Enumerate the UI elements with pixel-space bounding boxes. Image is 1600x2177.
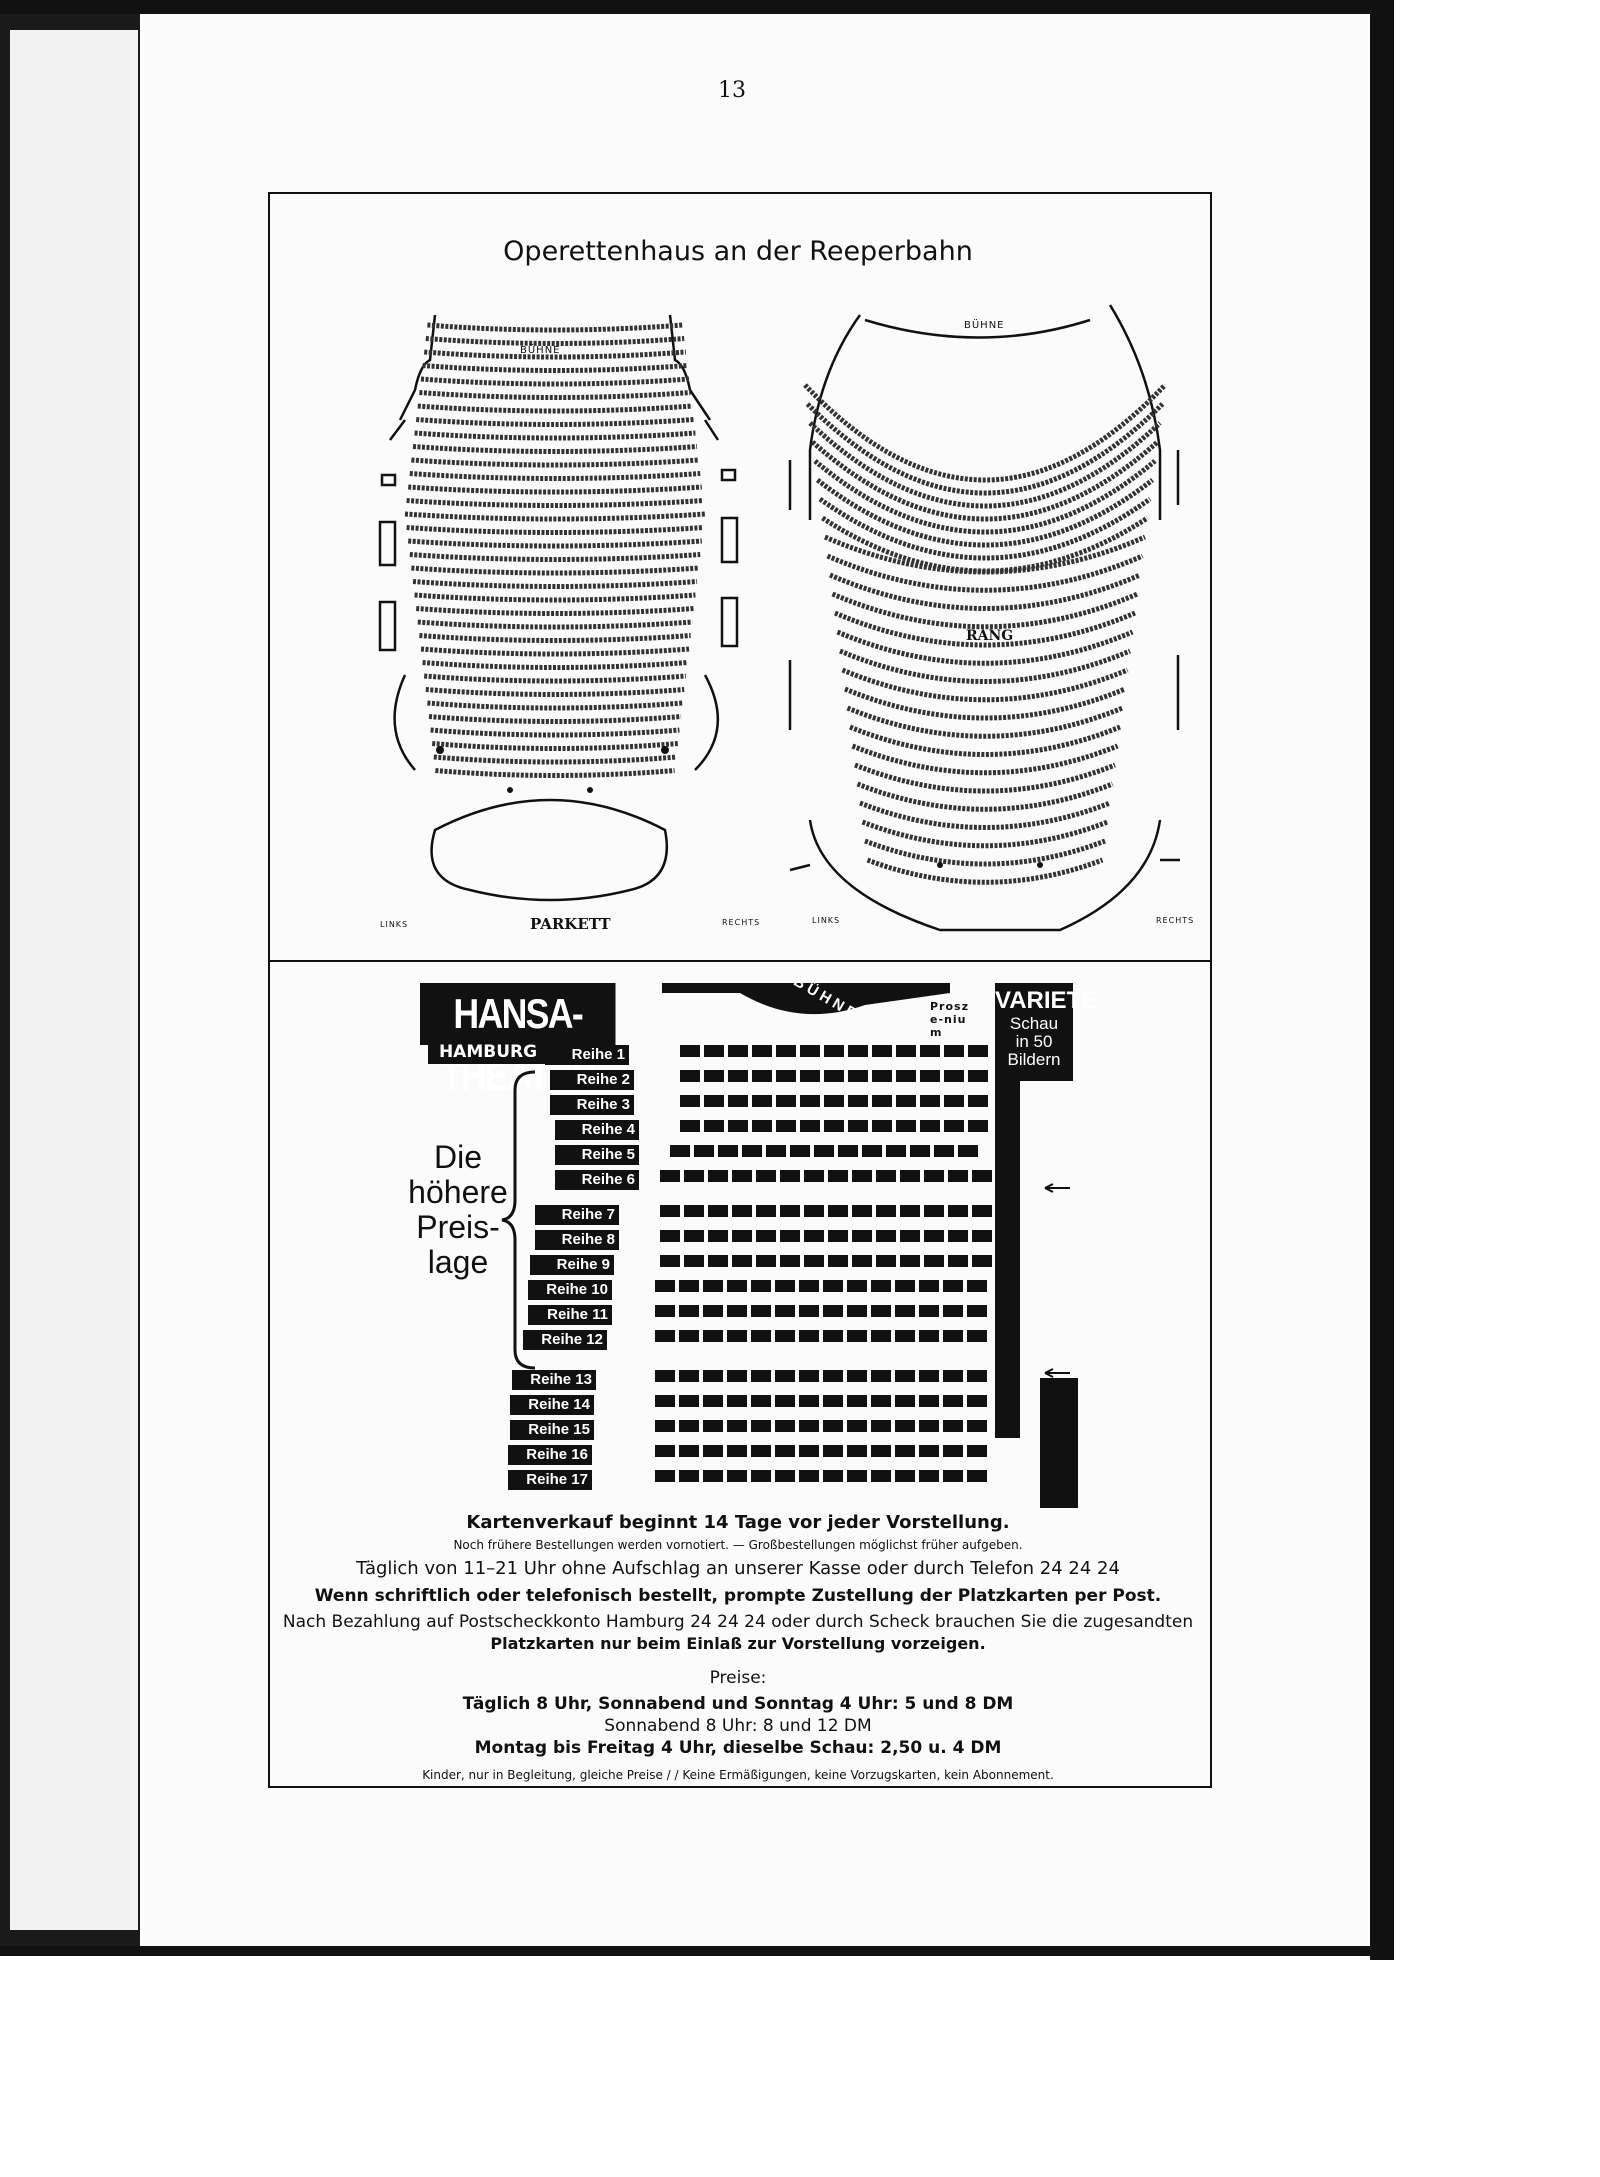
prices-heading: Preise:	[709, 1668, 767, 1688]
reihe-label: Reihe 5	[555, 1145, 639, 1165]
scan-border-bottom	[0, 1946, 1394, 1956]
scan-border-left	[0, 0, 140, 1952]
preislage-line-1: Die	[433, 1139, 482, 1175]
reihe-label: Reihe 17	[508, 1470, 592, 1490]
reihe-label: Reihe 14	[510, 1395, 594, 1415]
preislage-label: Die höhere Preis- lage	[408, 1140, 508, 1280]
reihe-label: Reihe 10	[528, 1280, 612, 1300]
reihe-label: Reihe 13	[512, 1370, 596, 1390]
rang-stage-label: BÜHNE	[964, 320, 1005, 331]
hansa-city-label: HAMBURG	[428, 1040, 548, 1064]
variete-line1: Schau	[1009, 1014, 1059, 1033]
reihe-label: Reihe 3	[550, 1095, 634, 1115]
preislage-line-4: lage	[427, 1244, 489, 1280]
operettenhaus-title: Operettenhaus an der Reeperbahn	[503, 236, 973, 267]
reihe-label: Reihe 2	[550, 1070, 634, 1090]
proscenium-label: Prosze-nium	[930, 1000, 969, 1039]
price-line-2: Sonnabend 8 Uhr: 8 und 12 DM	[604, 1716, 872, 1736]
variete-title: VARIETE	[995, 987, 1098, 1014]
rang-right-label: RECHTS	[1156, 916, 1195, 925]
preislage-brace	[501, 1070, 536, 1370]
rang-section-label: RANG	[966, 628, 1014, 644]
info-line-3: Täglich von 11–21 Uhr ohne Aufschlag an …	[356, 1558, 1120, 1579]
reihe-label: Reihe 1	[545, 1045, 629, 1065]
reihe-label: Reihe 12	[523, 1330, 607, 1350]
reihe-label: Reihe 4	[555, 1120, 639, 1140]
hansa-seat-plan	[655, 983, 1078, 1508]
content-frame	[268, 192, 1212, 1788]
price-line-3: Montag bis Freitag 4 Uhr, dieselbe Schau…	[474, 1738, 1002, 1758]
reihe-label: Reihe 11	[528, 1305, 612, 1325]
frame-divider	[268, 960, 1210, 962]
info-line-5: Nach Bezahlung auf Postscheckkonto Hambu…	[282, 1612, 1194, 1632]
reihe-label: Reihe 9	[530, 1255, 614, 1275]
page	[142, 14, 1370, 1946]
info-line-4: Wenn schriftlich oder telefonisch bestel…	[314, 1586, 1162, 1606]
parkett-section-label: PARKETT	[530, 915, 611, 933]
scan-border-top	[0, 0, 1390, 14]
hansa-theater-logo: HANSA-THEATER	[420, 983, 616, 1099]
reihe-label: Reihe 7	[535, 1205, 619, 1225]
info-line-2: Noch frühere Bestellungen werden vornoti…	[453, 1538, 1023, 1552]
parkett-stage-label: BÜHNE	[520, 345, 561, 356]
reihe-label: Reihe 6	[555, 1170, 639, 1190]
reihe-label: Reihe 15	[510, 1420, 594, 1440]
info-line-1: Kartenverkauf beginnt 14 Tage vor jeder …	[466, 1512, 1010, 1533]
price-line-1: Täglich 8 Uhr, Sonnabend und Sonntag 4 U…	[462, 1694, 1014, 1714]
variete-line2: in 50	[1015, 1032, 1053, 1051]
rang-left-label: LINKS	[812, 916, 841, 925]
parkett-right-label: RECHTS	[722, 918, 761, 927]
footer-note: Kinder, nur in Begleitung, gleiche Preis…	[422, 1768, 1054, 1782]
variete-line3: Bildern	[1007, 1050, 1061, 1069]
variete-box: VARIETE Schau in 50 Bildern	[995, 983, 1098, 1081]
parkett-plan	[378, 314, 739, 902]
preislage-line-2: höhere	[408, 1174, 508, 1210]
preislage-line-3: Preis-	[416, 1209, 500, 1245]
reihe-label: Reihe 8	[535, 1230, 619, 1250]
rang-plan	[788, 304, 1180, 932]
scan-border-right	[1370, 0, 1394, 1960]
reihe-label: Reihe 16	[508, 1445, 592, 1465]
page-number: 13	[718, 78, 746, 103]
info-line-6: Platzkarten nur beim Einlaß zur Vorstell…	[490, 1634, 986, 1653]
parkett-left-label: LINKS	[380, 920, 409, 929]
